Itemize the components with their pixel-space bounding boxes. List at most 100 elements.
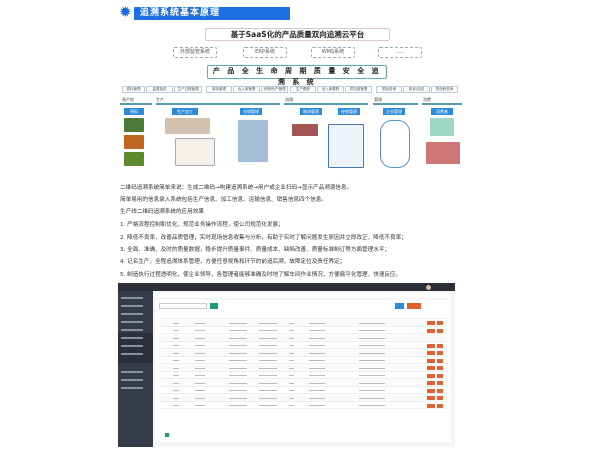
- edit-button[interactable]: [427, 321, 435, 325]
- edit-button[interactable]: [427, 358, 435, 363]
- body-paragraph: 2. 降低不良率，改善品质管理，实时现场信息收集与分析，有助于实时了解问题发生原…: [120, 235, 407, 241]
- table-cell: [195, 397, 205, 399]
- table-cell: [259, 322, 277, 324]
- sidebar-item[interactable]: [121, 387, 143, 389]
- edit-button[interactable]: [427, 373, 435, 378]
- table-cell: [359, 337, 385, 339]
- stage-label: 经销管理: [338, 108, 360, 115]
- sidebar-item[interactable]: [121, 379, 143, 381]
- table-cell: [289, 390, 294, 391]
- table-row: [159, 327, 447, 334]
- table-cell: [289, 345, 294, 346]
- edit-button[interactable]: [427, 388, 435, 393]
- delete-button[interactable]: [437, 328, 443, 333]
- batch-button: [407, 303, 421, 309]
- core-system-box: 产 品 全 生 命 周 期 质 量 安 全 追 溯 系 统: [207, 65, 387, 86]
- edit-button[interactable]: [427, 381, 435, 385]
- dashboard-topbar: [118, 283, 455, 291]
- table-cell: [309, 352, 325, 354]
- delete-button[interactable]: [437, 373, 443, 378]
- table-cell: [359, 405, 385, 406]
- sidebar-item[interactable]: [121, 313, 143, 315]
- table-cell: [259, 405, 277, 406]
- table-cell: [195, 360, 205, 361]
- field-image: [124, 152, 144, 166]
- sidebar-item[interactable]: [121, 297, 143, 299]
- stage-label: 生产加工: [172, 108, 198, 115]
- delete-button[interactable]: [437, 351, 443, 355]
- delete-button[interactable]: [437, 403, 443, 408]
- table-row: [159, 394, 447, 402]
- edit-button[interactable]: [427, 328, 435, 333]
- body-paragraph: 1. 严格流程控制和优化，规范业务操作流程，使公司规范化发展；: [120, 222, 284, 228]
- table-cell: [359, 360, 385, 361]
- delete-button[interactable]: [437, 358, 443, 363]
- table-cell: [309, 337, 325, 339]
- table-cell: [359, 352, 385, 354]
- table-cell: [229, 405, 247, 406]
- section-label: 原产地: [122, 97, 134, 102]
- diagram-label: 原料管理: [122, 86, 145, 93]
- edit-button[interactable]: [427, 403, 435, 408]
- sidebar-item[interactable]: [121, 321, 143, 323]
- diagram-label: 监督抽查: [146, 86, 173, 93]
- table-cell: [173, 382, 179, 384]
- body-paragraph: 3. 全面、准确、及时的质量数据，稳步提升质量事件、质量成本、缺陷改善、质量标准…: [120, 247, 391, 253]
- edit-button[interactable]: [427, 366, 435, 370]
- delete-button[interactable]: [437, 366, 443, 370]
- page-title: 追溯系统基本原理: [134, 7, 290, 20]
- table-cell: [195, 405, 205, 406]
- platform-box: 基于SaaS化的产品质量双向追溯云平台: [205, 28, 390, 41]
- sidebar-item[interactable]: [121, 305, 143, 307]
- table-cell: [289, 360, 294, 361]
- delete-button[interactable]: [437, 381, 443, 385]
- table-cell: [309, 322, 325, 324]
- diagram-label: 生产过程管理: [174, 86, 202, 93]
- table-cell: [229, 397, 247, 399]
- edit-button[interactable]: [427, 351, 435, 355]
- table-cell: [173, 322, 179, 324]
- process-flow-image: [175, 138, 215, 166]
- table-cell: [195, 390, 205, 391]
- table-cell: [229, 360, 247, 361]
- edit-button[interactable]: [427, 343, 435, 348]
- table-cell: [309, 345, 325, 346]
- sidebar-item[interactable]: [121, 337, 143, 339]
- delete-button[interactable]: [437, 343, 443, 348]
- traceability-diagram: 原料管理 监督抽查 生产过程管理 库存管理 出入库管理 识别码/产管理 生产跟踪…: [120, 86, 490, 172]
- stage-label: 物流管理: [300, 108, 322, 115]
- table-cell: [289, 382, 294, 384]
- diagram-label: 出入库跟踪: [317, 86, 344, 93]
- gear-icon: ✹: [119, 3, 132, 21]
- table-cell: [195, 382, 205, 384]
- table-cell: [309, 382, 325, 384]
- table-cell: [195, 375, 205, 376]
- edit-button[interactable]: [427, 396, 435, 400]
- table-cell: [259, 390, 277, 391]
- table-cell: [173, 337, 179, 339]
- table-cell: [289, 405, 294, 406]
- table-cell: [359, 330, 385, 331]
- table-cell: [195, 337, 205, 339]
- delete-button[interactable]: [437, 388, 443, 393]
- delete-button[interactable]: [437, 396, 443, 400]
- sidebar-item[interactable]: [121, 353, 143, 355]
- table-cell: [195, 367, 205, 369]
- diagram-label: 库存管理: [206, 86, 232, 93]
- sidebar-item[interactable]: [121, 329, 143, 331]
- body-paragraph: 简单易用的信息录入系统包括生产信息、加工信息、运输信息、销售信息四个信息。: [120, 197, 327, 203]
- table-cell: [359, 345, 385, 346]
- sidebar-item[interactable]: [121, 371, 143, 373]
- table-cell: [259, 375, 277, 376]
- diagram-label: 出入库管理: [233, 86, 260, 93]
- table-cell: [229, 390, 247, 391]
- sidebar-item[interactable]: [121, 345, 143, 347]
- table-cell: [195, 345, 205, 346]
- delete-button[interactable]: [437, 321, 443, 325]
- section-divider: [284, 103, 368, 105]
- system-box: ……: [378, 47, 422, 58]
- stage-label: 原料: [124, 108, 144, 115]
- table-cell: [229, 375, 247, 376]
- system-box: ERP系统: [243, 47, 287, 58]
- table-row: [159, 349, 447, 357]
